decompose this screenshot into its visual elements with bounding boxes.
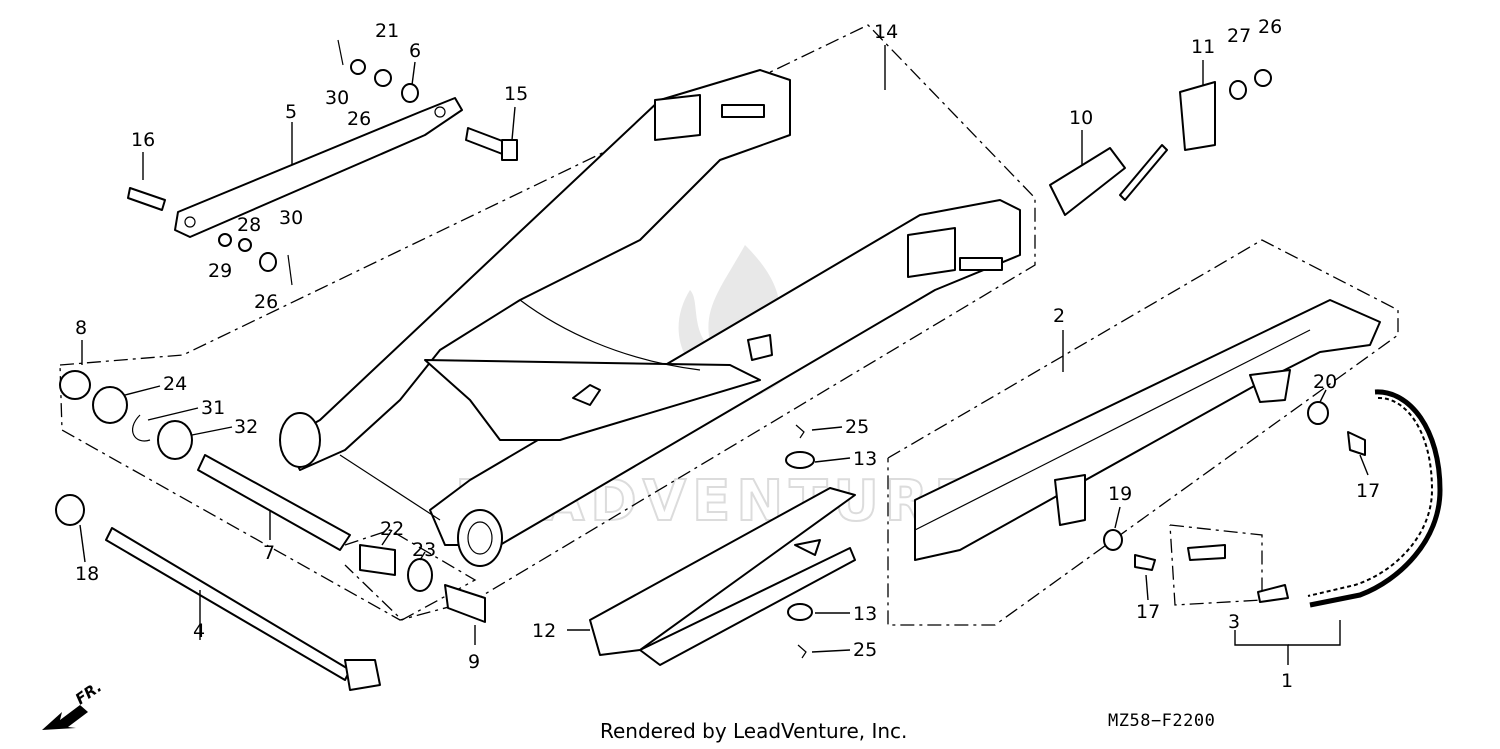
callout-13b: 13 [853, 603, 877, 625]
callout-22: 22 [380, 518, 404, 540]
callout-32: 32 [234, 416, 258, 438]
assembly-boundaries [59, 24, 1399, 626]
callout-12: 12 [532, 620, 556, 642]
chain-slider [589, 487, 856, 666]
callout-3: 3 [1228, 611, 1240, 633]
callout-10: 10 [1069, 107, 1093, 129]
callout-19: 19 [1108, 483, 1132, 505]
callout-18: 18 [75, 563, 99, 585]
callout-24: 24 [163, 373, 187, 395]
rendered-by-credit: Rendered by LeadVenture, Inc. [600, 719, 907, 743]
callout-27: 27 [1227, 25, 1251, 47]
callout-21: 21 [375, 20, 399, 42]
callout-15: 15 [504, 83, 528, 105]
callout-13a: 13 [853, 448, 877, 470]
callout-31: 31 [201, 397, 225, 419]
diagram-code: MZ58−F2200 [1108, 711, 1215, 731]
callout-23: 23 [412, 539, 436, 561]
callout-30a: 30 [325, 87, 349, 109]
callout-25a: 25 [845, 416, 869, 438]
callout-5: 5 [285, 101, 297, 123]
callout-labels: 1 2 3 4 5 6 7 8 9 10 11 12 13 13 14 15 1… [75, 16, 1380, 692]
callout-4: 4 [193, 620, 205, 642]
callout-30b: 30 [279, 207, 303, 229]
callout-20: 20 [1313, 371, 1337, 393]
front-arrow-icon [42, 705, 88, 730]
drive-chain [1307, 389, 1443, 608]
leader-lines [79, 45, 1369, 665]
callout-17a: 17 [1356, 480, 1380, 502]
callout-6: 6 [409, 40, 421, 62]
callout-2: 2 [1053, 305, 1065, 327]
callout-7: 7 [263, 542, 275, 564]
callout-17b: 17 [1136, 601, 1160, 623]
callout-1: 1 [1281, 670, 1293, 692]
callout-25b: 25 [853, 639, 877, 661]
chain-case [914, 299, 1381, 561]
torque-rod [174, 97, 463, 238]
callout-29: 29 [208, 260, 232, 282]
front-label: FR. [72, 678, 105, 709]
swingarm [279, 69, 1021, 567]
hardware [55, 39, 1366, 691]
callout-26b: 26 [254, 291, 278, 313]
callout-26c: 26 [1258, 16, 1282, 38]
callout-28: 28 [237, 214, 261, 236]
callout-16: 16 [131, 129, 155, 151]
callout-9: 9 [468, 651, 480, 673]
front-direction-indicator: FR. [42, 678, 105, 730]
callout-11: 11 [1191, 36, 1215, 58]
callout-26a: 26 [347, 108, 371, 130]
callout-14: 14 [874, 21, 898, 43]
callout-8: 8 [75, 317, 87, 339]
